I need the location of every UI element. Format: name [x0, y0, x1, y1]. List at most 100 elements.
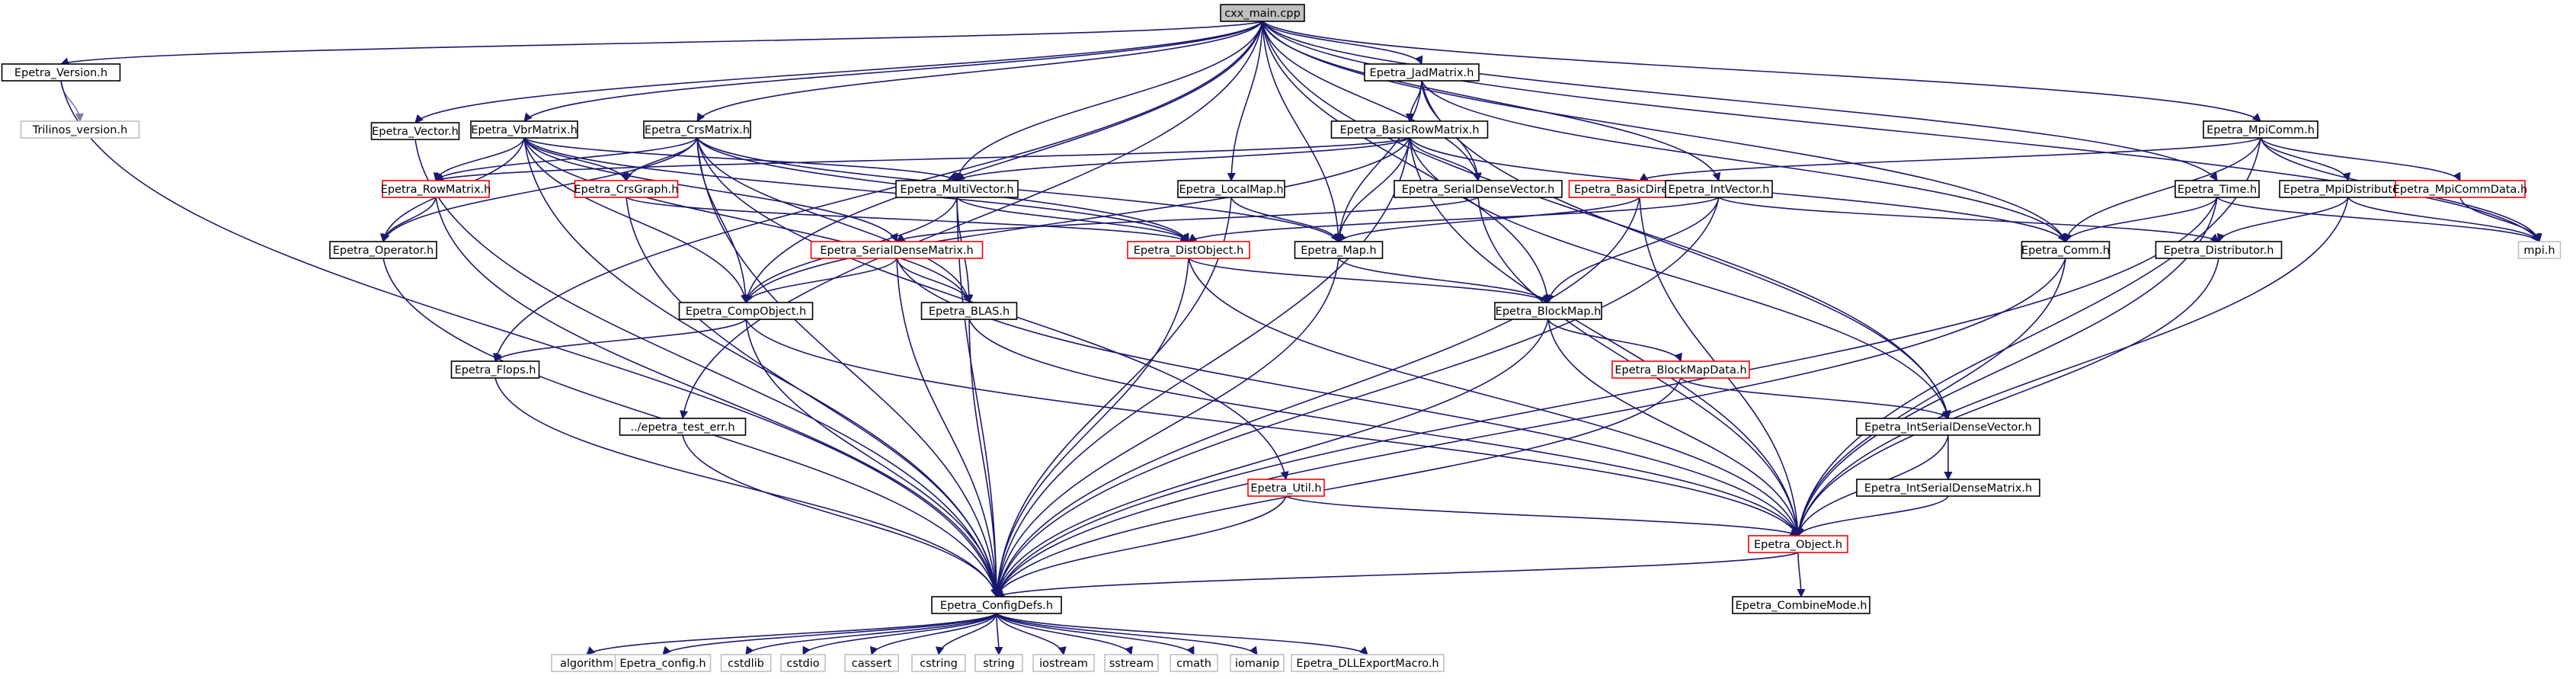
- edge-crsmatrix-to-compobject: [696, 137, 750, 304]
- node-intvector[interactable]: Epetra_IntVector.h: [1665, 180, 1773, 198]
- edge-blockmap-to-blockmapdata: [1547, 319, 1682, 363]
- edge-compobject-to-object: [745, 319, 1799, 536]
- node-map[interactable]: Epetra_Map.h: [1294, 241, 1384, 259]
- node-serialdensematrix[interactable]: Epetra_SerialDenseMatrix.h: [810, 241, 984, 259]
- edge-comm-to-object: [1794, 258, 2066, 537]
- edge-distobject-to-blockmap: [1188, 258, 1549, 303]
- node-label: Epetra_CrsMatrix.h: [645, 124, 750, 136]
- node-vbrmatrix[interactable]: Epetra_VbrMatrix.h: [470, 120, 578, 139]
- node-cxx-main[interactable]: cxx_main.cpp: [1220, 4, 1305, 22]
- node-label: Epetra_CrsGraph.h: [574, 184, 679, 196]
- edge-crsmatrix-to-crsgraph: [623, 137, 698, 182]
- edge-vector-to-configdefs: [414, 139, 1000, 598]
- edge-configdefs-to-cassert: [869, 613, 997, 656]
- node-util[interactable]: Epetra_Util.h: [1247, 479, 1325, 497]
- edge-cxx_main-to-map: [1262, 21, 1343, 243]
- node-basicrowmatrix[interactable]: Epetra_BasicRowMatrix.h: [1330, 120, 1489, 139]
- node-combinemode[interactable]: Epetra_CombineMode.h: [1732, 596, 1870, 614]
- node-box: [1230, 654, 1285, 672]
- node-blockmapdata[interactable]: Epetra_BlockMapData.h: [1611, 360, 1750, 379]
- edge-mpicommdata-to-mpi: [2459, 197, 2542, 243]
- node-label: Epetra_MultiVector.h: [900, 184, 1013, 196]
- node-compobject[interactable]: Epetra_CompObject.h: [678, 302, 814, 320]
- node-distributor[interactable]: Epetra_Distributor.h: [2155, 241, 2283, 259]
- edge-distobject-to-object: [1188, 258, 1801, 537]
- node-intserialdensematrix[interactable]: Epetra_IntSerialDenseMatrix.h: [1856, 479, 2040, 497]
- node-multivector[interactable]: Epetra_MultiVector.h: [895, 180, 1019, 198]
- edge-cxx_main-to-multivector: [954, 21, 1263, 182]
- node-mpi: mpi.h: [2517, 241, 2562, 259]
- node-mpidistributor[interactable]: Epetra_MpiDistributor.h: [2279, 180, 2418, 198]
- node-version[interactable]: Epetra_Version.h: [1, 63, 121, 82]
- edge-rowmatrix-to-configdefs: [435, 197, 1000, 598]
- node-iostream: iostream: [1032, 654, 1095, 672]
- edge-configdefs-to-iostream: [996, 613, 1067, 656]
- node-comm[interactable]: Epetra_Comm.h: [2021, 241, 2110, 259]
- node-rowmatrix[interactable]: Epetra_RowMatrix.h: [381, 180, 491, 198]
- node-crsmatrix[interactable]: Epetra_CrsMatrix.h: [643, 120, 751, 139]
- node-box: [20, 120, 140, 139]
- edge-cxx_main-to-mpi: [1262, 21, 2540, 242]
- edge-configdefs-to-dllexport: [996, 613, 1368, 655]
- node-box: [1247, 479, 1325, 497]
- node-operator[interactable]: Epetra_Operator.h: [329, 241, 437, 259]
- node-box: [643, 120, 751, 139]
- edge-compobject-to-flops: [494, 319, 747, 362]
- node-time[interactable]: Epetra_Time.h: [2174, 180, 2260, 198]
- node-vector[interactable]: Epetra_Vector.h: [370, 122, 460, 140]
- edge-intserialdensematrix-to-object: [1797, 495, 1949, 537]
- edge-mpicomm-to-mpidistributor: [2260, 137, 2351, 182]
- node-label: Epetra_MpiCommData.h: [2393, 184, 2527, 196]
- node-label: iomanip: [1235, 658, 1279, 670]
- node-object[interactable]: Epetra_Object.h: [1748, 535, 1848, 553]
- node-localmap[interactable]: Epetra_LocalMap.h: [1177, 180, 1285, 198]
- dependency-edges: [59, 21, 2542, 656]
- node-label: cstdio: [786, 658, 819, 670]
- edge-mpicomm-to-object: [1794, 137, 2261, 537]
- node-box: [1291, 654, 1445, 672]
- node-label: Epetra_SerialDenseMatrix.h: [820, 245, 973, 257]
- node-box: [1127, 241, 1250, 259]
- node-flops[interactable]: Epetra_Flops.h: [450, 360, 540, 379]
- edge-cxx_main-to-jadmatrix: [1262, 21, 1423, 66]
- node-jadmatrix[interactable]: Epetra_JadMatrix.h: [1364, 63, 1480, 82]
- node-box: [720, 654, 772, 672]
- edge-blockmap-to-object: [1547, 319, 1802, 537]
- node-label: Trilinos_version.h: [32, 124, 128, 136]
- node-mpicomm[interactable]: Epetra_MpiComm.h: [2203, 120, 2318, 139]
- edge-time-to-mpi: [2216, 197, 2540, 242]
- edge-distributor-to-object: [1795, 258, 2219, 537]
- node-blockmap[interactable]: Epetra_BlockMap.h: [1494, 302, 1602, 320]
- node-cstring: cstring: [911, 654, 966, 672]
- node-configdefs[interactable]: Epetra_ConfigDefs.h: [931, 596, 1062, 614]
- node-label: Epetra_CompObject.h: [686, 306, 806, 318]
- node-box: [1611, 360, 1750, 379]
- edge-intvector-to-blockmap: [1545, 197, 1720, 304]
- edge-crsmatrix-to-rowmatrix: [435, 137, 698, 181]
- node-box: [2517, 241, 2562, 259]
- node-test-err[interactable]: ../epetra_test_err.h: [619, 418, 747, 436]
- node-box: [1732, 596, 1870, 614]
- node-label: cstdlib: [728, 658, 764, 670]
- node-mpicommdata[interactable]: Epetra_MpiCommData.h: [2393, 180, 2527, 198]
- node-blas[interactable]: Epetra_BLAS.h: [920, 302, 1018, 320]
- edge-crsmatrix-to-blas: [696, 137, 972, 304]
- node-crsgraph[interactable]: Epetra_CrsGraph.h: [574, 180, 679, 198]
- edge-util-to-configdefs: [994, 495, 1287, 598]
- edge-vbrmatrix-to-distobject: [523, 137, 1189, 242]
- edge-configdefs-to-algorithm: [586, 613, 997, 655]
- node-serialdensevector[interactable]: Epetra_SerialDenseVector.h: [1394, 180, 1563, 198]
- node-intserialdensevector[interactable]: Epetra_IntSerialDenseVector.h: [1856, 418, 2040, 436]
- node-box: [1177, 180, 1285, 198]
- node-cassert: cassert: [844, 654, 899, 672]
- edge-configdefs-to-string: [994, 613, 1003, 656]
- edge-distobject-to-configdefs: [993, 258, 1189, 598]
- edge-mpidistributor-to-distributor: [2216, 197, 2349, 243]
- node-label: Epetra_BasicRowMatrix.h: [1339, 124, 1479, 136]
- node-box: [1330, 120, 1489, 139]
- node-sstream: sstream: [1104, 654, 1159, 672]
- node-distobject[interactable]: Epetra_DistObject.h: [1127, 241, 1250, 259]
- edge-blockmapdata-to-intserialdensevector: [1680, 377, 1949, 419]
- node-label: string: [983, 658, 1015, 670]
